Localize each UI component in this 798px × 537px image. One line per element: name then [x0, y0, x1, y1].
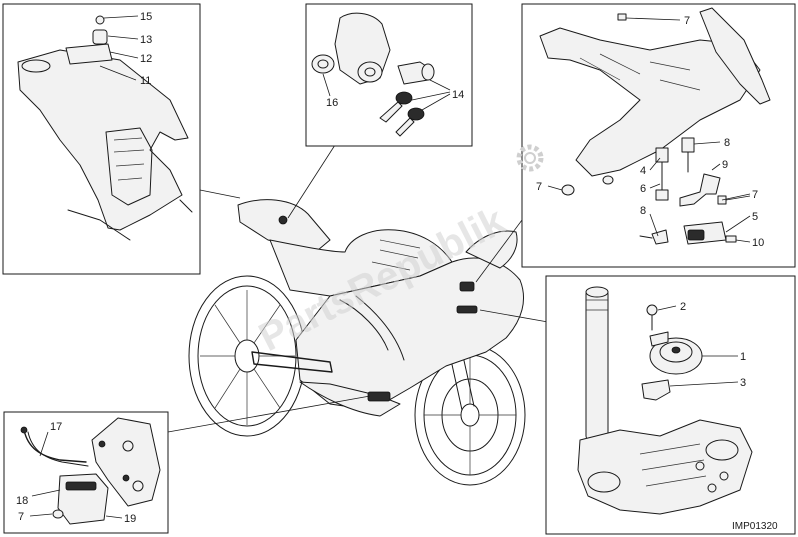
motorcycle-illustration — [188, 199, 526, 486]
callout-3: 3 — [740, 377, 746, 389]
panel-horn: 2 1 3 IMP01320 — [545, 275, 796, 535]
callout-7-ecu: 7 — [18, 511, 24, 523]
callout-8-right: 8 — [724, 137, 730, 149]
callout-10: 10 — [752, 237, 764, 249]
regulator-location-marker — [456, 305, 478, 314]
gear-icon — [516, 144, 544, 172]
diagram-reference-code: IMP01320 — [732, 521, 778, 532]
callout-7-left: 7 — [536, 181, 542, 193]
callout-5: 5 — [752, 211, 758, 223]
panel-tail-section: 15 13 12 11 — [2, 3, 201, 275]
callout-7-top: 7 — [684, 15, 690, 27]
callout-16: 16 — [326, 97, 338, 109]
callout-15: 15 — [140, 11, 152, 23]
callout-7-right: 7 — [752, 189, 758, 201]
callout-14: 14 — [452, 89, 464, 101]
callout-18: 18 — [16, 495, 28, 507]
callout-9: 9 — [722, 159, 728, 171]
callout-4: 4 — [640, 165, 646, 177]
callout-6: 6 — [640, 183, 646, 195]
callout-13: 13 — [140, 34, 152, 46]
callout-2: 2 — [680, 301, 686, 313]
ignition-location-marker — [278, 215, 288, 225]
leader-lines — [167, 144, 549, 433]
callout-19: 19 — [124, 513, 136, 525]
ecu-location-marker — [367, 391, 391, 402]
panel-ignition-lock: 16 14 — [305, 3, 473, 147]
callout-8-left: 8 — [640, 205, 646, 217]
callout-17: 17 — [50, 421, 62, 433]
callout-11: 11 — [140, 75, 151, 87]
callout-1: 1 — [740, 351, 746, 363]
callout-12: 12 — [140, 53, 152, 65]
panel-regulator-mount: 7 8 4 6 9 7 5 10 7 8 — [521, 3, 796, 268]
panel-ecu: 17 18 7 19 — [3, 411, 169, 534]
horn-location-marker — [459, 281, 475, 292]
